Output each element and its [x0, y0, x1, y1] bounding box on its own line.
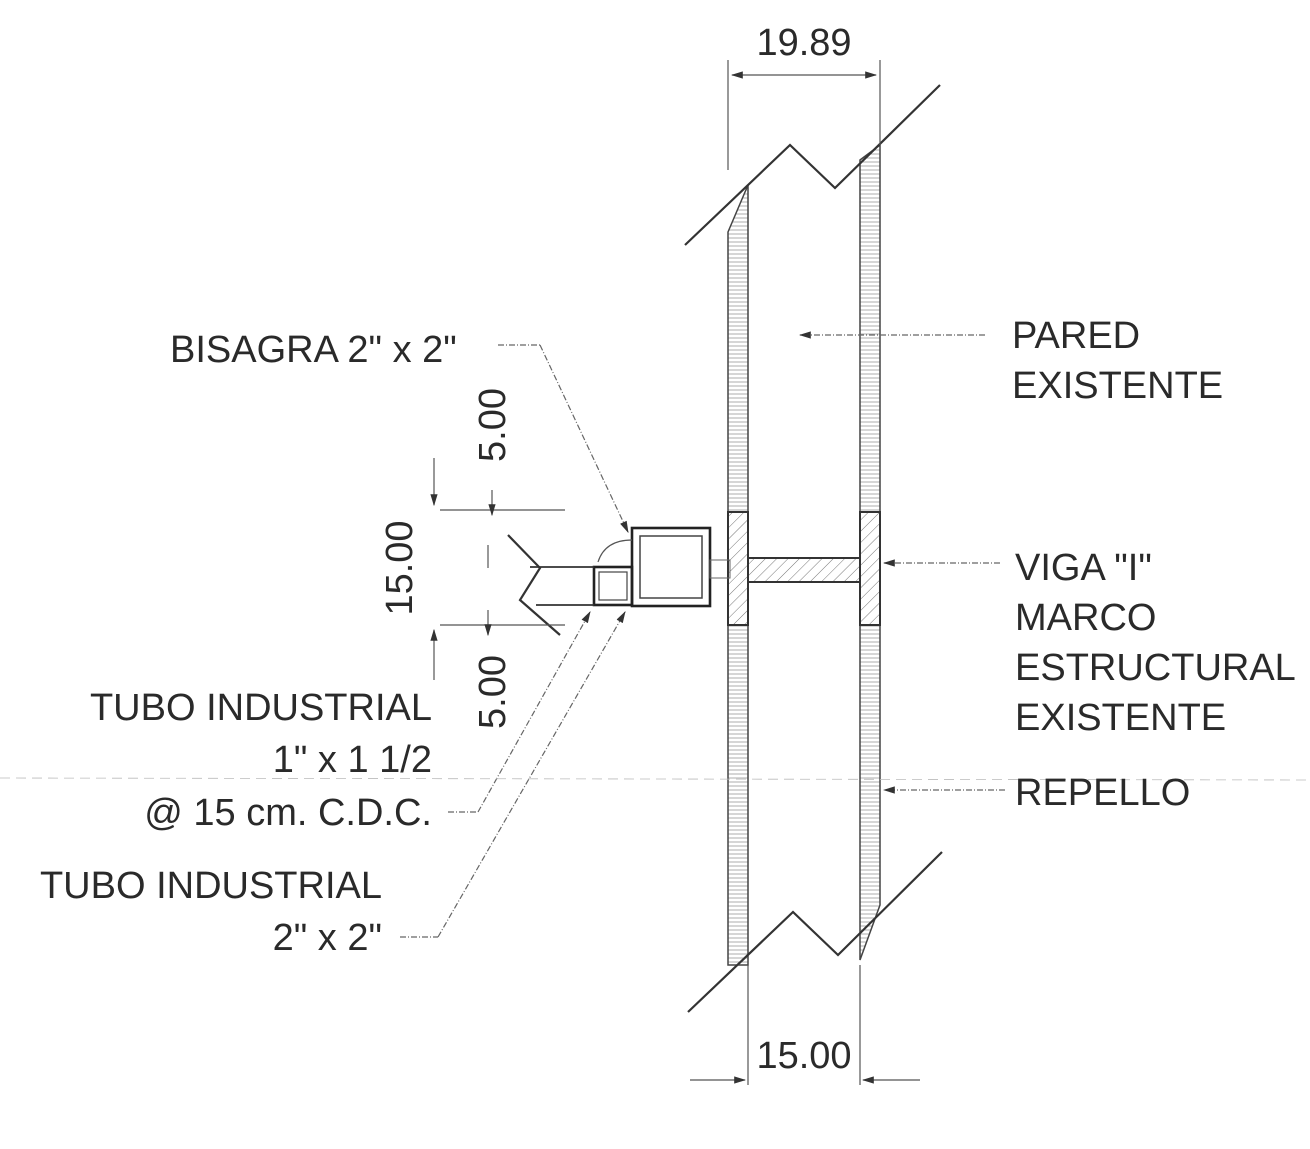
dim-left-total-text: 15.00: [379, 520, 421, 615]
label-repello: REPELLO: [1015, 772, 1190, 814]
plaster-left-lower: [727, 624, 749, 966]
i-beam-left-flange: [727, 511, 749, 626]
tube-2x2-outer: [630, 526, 712, 608]
label-tubo1-line1: TUBO INDUSTRIAL: [90, 687, 432, 729]
label-viga-line1: VIGA "I": [1015, 547, 1152, 589]
tube-break-line: [507, 534, 561, 636]
dimension-bottom: 15.00: [690, 965, 920, 1085]
label-pared-line2: EXISTENTE: [1012, 365, 1223, 407]
label-viga-line4: EXISTENTE: [1015, 697, 1226, 739]
dimension-top: 19.89: [727, 22, 881, 170]
dim-left-bottom-text: 5.00: [472, 655, 514, 729]
existing-wall: [684, 84, 943, 1013]
label-viga-line3: ESTRUCTURAL: [1015, 647, 1296, 689]
hinge-arc: [597, 539, 633, 563]
label-pared-line1: PARED: [1012, 315, 1140, 357]
tube-1x1-5: [592, 565, 634, 607]
dimension-left: 15.00 5.00 5.00: [379, 388, 565, 729]
scan-artifact-line: [0, 777, 1310, 781]
i-beam-right-flange: [859, 511, 881, 626]
tube-2x2-inner: [639, 535, 703, 599]
hinge-leaf: [709, 559, 731, 579]
label-tubo2-line2: 2" x 2": [273, 917, 382, 959]
label-bisagra: BISAGRA 2" x 2": [170, 329, 457, 371]
break-line-top: [684, 84, 941, 246]
plaster-right-lower: [859, 624, 881, 961]
label-tubo2-line1: TUBO INDUSTRIAL: [40, 865, 382, 907]
plaster-right-upper: [859, 143, 881, 513]
dim-left-top-text: 5.00: [472, 388, 514, 462]
tube-assembly: [507, 526, 731, 636]
annotation-labels: BISAGRA 2" x 2" PARED EXISTENTE VIGA "I"…: [40, 315, 1296, 959]
break-line-bottom: [687, 851, 943, 1013]
label-tubo1-line3: @ 15 cm. C.D.C.: [144, 792, 432, 834]
label-viga-line2: MARCO: [1015, 597, 1156, 639]
i-beam: [727, 511, 881, 626]
label-tubo1-line2: 1" x 1 1/2: [273, 739, 432, 781]
dim-bottom-text: 15.00: [756, 1035, 851, 1077]
leader-lines: [0, 331, 1310, 938]
dim-top-text: 19.89: [756, 22, 851, 64]
i-beam-web: [747, 557, 861, 583]
tube-1x1-5-inner: [598, 571, 628, 601]
plaster-left-upper: [727, 184, 749, 513]
